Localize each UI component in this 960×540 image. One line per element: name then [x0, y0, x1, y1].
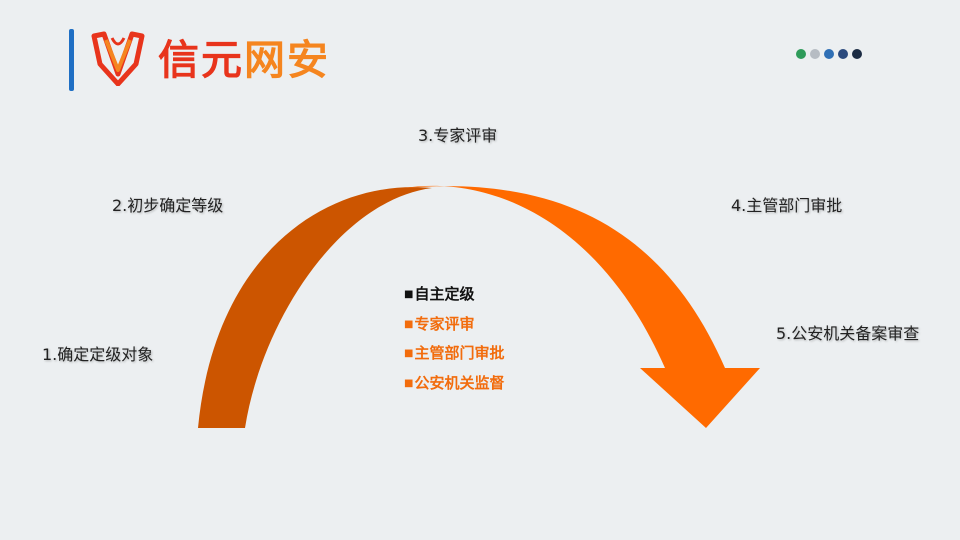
- brand-name: 信元网安: [158, 34, 330, 86]
- bullet-text: 自主定级: [414, 285, 475, 303]
- step-3-label: 3.专家评审: [418, 126, 498, 145]
- step-2-label: 2.初步确定等级: [112, 196, 224, 215]
- brand-accent-bar: [69, 29, 74, 91]
- bullet-marker: ■: [404, 377, 414, 389]
- pager-dot-4[interactable]: [838, 49, 848, 59]
- bullet-text: 公安机关监督: [414, 373, 505, 392]
- bullet-marker: ■: [404, 289, 414, 300]
- bullet-item: ■主管部门审批: [404, 339, 504, 369]
- bullet-text: 主管部门审批: [414, 344, 505, 362]
- bullet-marker: ■: [404, 348, 414, 359]
- bullet-item: ■专家评审: [404, 310, 504, 340]
- step-5-label: 5.公安机关备案审查: [776, 324, 920, 343]
- arc-right-segment: [404, 185, 760, 428]
- brand-name-part-a: 信元: [158, 36, 244, 84]
- brand-name-part-b: 网安: [244, 36, 330, 84]
- step-4-label: 4.主管部门审批: [731, 196, 843, 215]
- bullet-list: ■自主定级 ■专家评审 ■主管部门审批 ■公安机关监督: [404, 280, 504, 398]
- shield-w-logo-icon: [91, 31, 145, 86]
- pager-dot-2[interactable]: [810, 49, 820, 59]
- pager-dots: [796, 49, 862, 59]
- pager-dot-1[interactable]: [796, 49, 806, 59]
- bullet-item: ■自主定级: [404, 280, 504, 310]
- arc-left-segment: [198, 187, 432, 428]
- pager-dot-3[interactable]: [824, 49, 834, 59]
- step-1-label: 1.确定定级对象: [42, 345, 154, 364]
- bullet-item: ■公安机关监督: [404, 369, 504, 399]
- bullet-text: 专家评审: [414, 314, 475, 333]
- bullet-marker: ■: [404, 318, 414, 330]
- pager-dot-5[interactable]: [852, 49, 862, 59]
